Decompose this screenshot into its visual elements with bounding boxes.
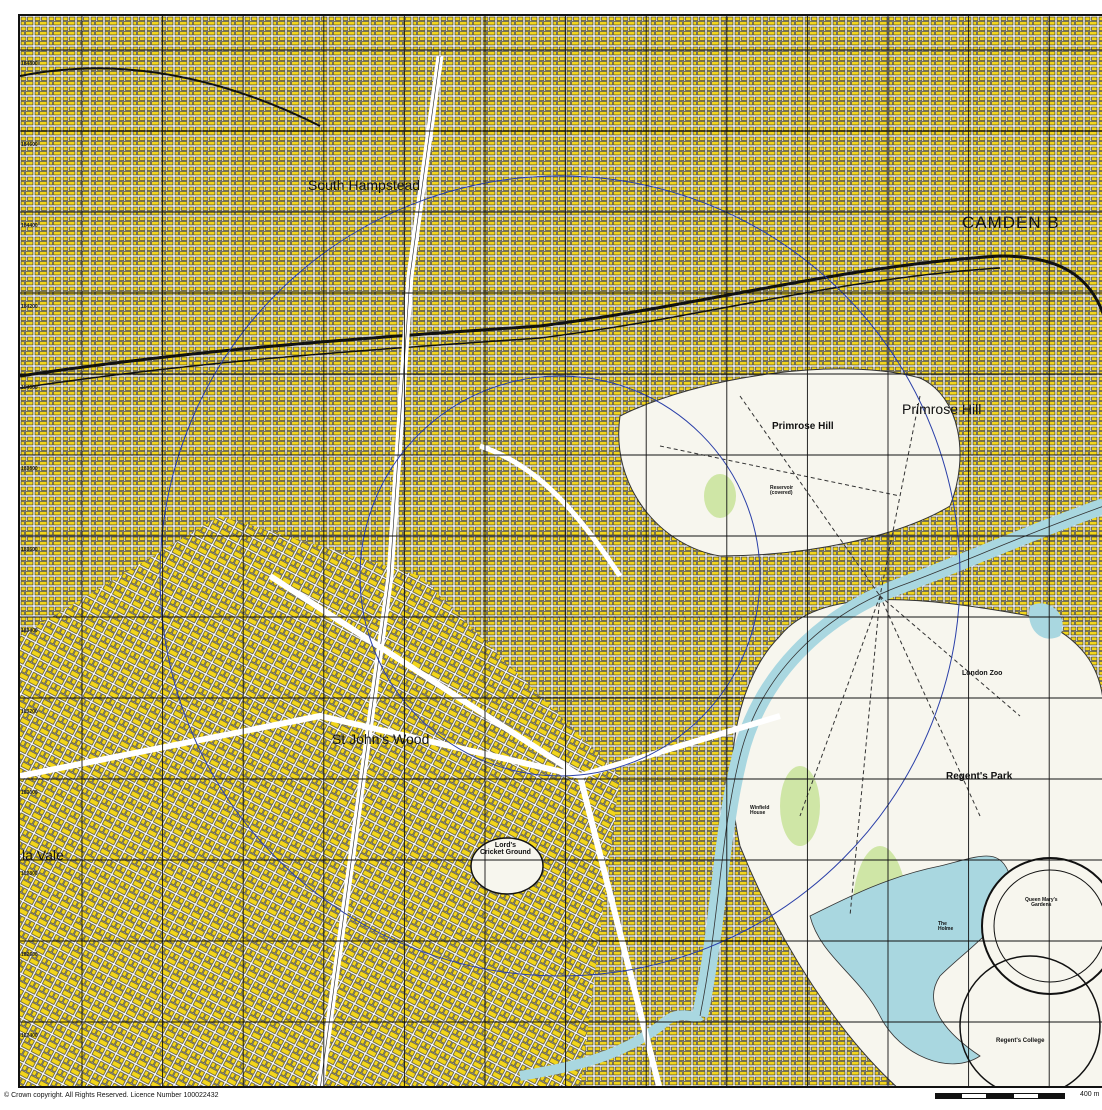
y-tick-label: 184200 <box>21 304 38 310</box>
label-primrose-hill-area: Primrose Hill <box>902 401 982 417</box>
y-tick-label: 183000 <box>21 790 38 796</box>
grid-lines <box>20 16 1102 1086</box>
scale-segment <box>1039 1093 1065 1099</box>
label-regents-college: Regent's College <box>996 1038 1045 1044</box>
y-tick-label: 184400 <box>21 223 38 229</box>
boating-lake <box>809 855 1012 1065</box>
grass-patch <box>780 766 820 846</box>
scale-segment <box>987 1093 1013 1099</box>
y-tick-label: 184800 <box>21 61 38 67</box>
railway <box>20 254 1102 378</box>
y-tick-label: 182800 <box>21 871 38 877</box>
railway-north <box>20 67 321 127</box>
label-queen-marys: Queen Mary's Gardens <box>1025 897 1058 908</box>
y-tick-label: 183600 <box>21 547 38 553</box>
label-maida-vale: la Vale <box>22 847 64 863</box>
inner-circle-ring <box>993 869 1102 983</box>
label-south-hampstead: South Hampstead <box>308 177 421 193</box>
park-paths <box>659 395 1021 917</box>
scale-segment <box>961 1093 987 1099</box>
label-st-johns-wood: St John's Wood <box>332 731 430 747</box>
inner-circle <box>981 857 1102 995</box>
main-road <box>268 573 663 1086</box>
copyright-notice: © Crown copyright. All Rights Reserved. … <box>4 1092 219 1099</box>
label-the-holme: The Holme <box>938 921 954 932</box>
scale-label: 400 m <box>1080 1091 1100 1098</box>
label-lords: Lord's Cricket Ground <box>480 842 531 856</box>
label-reservoir: Reservoir (covered) <box>770 485 794 496</box>
zoo-pond <box>1029 603 1063 639</box>
grass-patch <box>704 474 736 518</box>
y-tick-label: 182600 <box>21 952 38 958</box>
main-road <box>20 712 781 780</box>
label-camden: CAMDEN B <box>962 213 1060 232</box>
scale-segment <box>935 1093 961 1099</box>
map-canvas[interactable] <box>20 16 1102 1088</box>
regents-canal-edge <box>699 506 1102 1017</box>
railway <box>20 267 1001 389</box>
label-london-zoo: London Zoo <box>962 670 1003 677</box>
main-road <box>320 55 441 1086</box>
y-tick-label: 184000 <box>21 385 38 391</box>
scale-segment <box>1013 1093 1039 1099</box>
map-frame[interactable]: 184800 184600 184400 184200 184000 183800 1836… <box>18 14 1102 1088</box>
regents-college-ring <box>959 955 1101 1086</box>
y-tick-label: 183400 <box>21 628 38 634</box>
y-tick-label: 184600 <box>21 142 38 148</box>
scale-bar <box>935 1093 1065 1099</box>
lords-cricket-ground <box>470 837 544 895</box>
radius-circle <box>359 375 761 777</box>
y-tick-label: 183200 <box>21 709 38 715</box>
label-winfield-house: Winfield House <box>750 805 770 816</box>
y-tick-label: 182400 <box>21 1033 38 1039</box>
y-tick-label: 183800 <box>21 466 38 472</box>
radius-circle <box>159 175 961 977</box>
label-regents-park: Regent's Park <box>946 771 1013 782</box>
label-primrose-hill-park: Primrose Hill <box>772 421 834 432</box>
urban-area-diagonal <box>20 516 620 1086</box>
